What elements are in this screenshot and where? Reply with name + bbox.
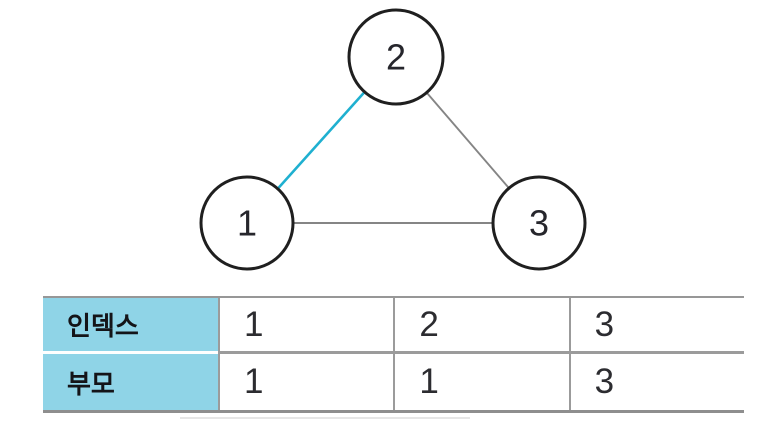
row-header-1: 인덱스: [43, 298, 218, 354]
node-2-label: 2: [386, 37, 406, 78]
node-1-label: 1: [237, 203, 257, 244]
node-1-circle: [199, 175, 295, 271]
table-cell-r2-c1: 1: [218, 354, 393, 410]
table-cell-r2-c3: 3: [568, 354, 744, 410]
scan-artifact-line: [180, 417, 470, 419]
graph-svg: 1 2 3: [199, 8, 587, 271]
table-cell-r1-c1: 1: [218, 298, 394, 354]
node-3-label: 3: [529, 203, 549, 244]
row-header-2: 부모: [43, 354, 218, 410]
node-2-circle: [347, 8, 445, 106]
table-cell-r2-c2: 1: [393, 354, 568, 410]
table-cell-r1-c2: 2: [393, 298, 569, 354]
table-cell-r1-c3: 3: [568, 298, 744, 354]
node-3-circle: [491, 175, 587, 271]
